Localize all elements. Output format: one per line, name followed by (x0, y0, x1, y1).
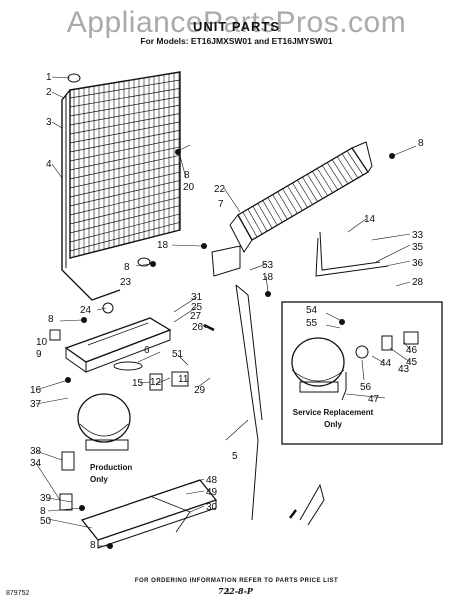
callout-c8f: 8 (90, 540, 96, 551)
rod-part (203, 323, 215, 332)
callout-c26: 26 (192, 322, 204, 333)
callout-c8c: 8 (124, 262, 130, 273)
callout-c33: 33 (412, 230, 424, 241)
callout-c43: 43 (398, 364, 410, 375)
callout-c14: 14 (364, 214, 376, 225)
callout-c16: 16 (30, 385, 42, 396)
handwritten-note: 722-8-P (218, 586, 253, 596)
callout-c48: 48 (206, 475, 218, 486)
screws (65, 149, 395, 549)
production-label-line2: Only (90, 475, 108, 484)
catalog-number: 879752 (6, 590, 30, 597)
callout-c29: 29 (194, 385, 206, 396)
grommet-mid (137, 257, 151, 267)
callout-c46: 46 (406, 345, 418, 356)
callout-c8e: 8 (40, 506, 46, 517)
callout-c10: 10 (36, 337, 48, 348)
callout-c11: 11 (178, 374, 189, 385)
callout-c18a: 18 (157, 240, 169, 251)
callout-c28: 28 (412, 277, 424, 288)
service-box-line1: Service Replacement (293, 408, 374, 417)
discharge-tube (299, 483, 325, 526)
callout-c15: 15 (132, 378, 144, 389)
callout-c39: 39 (40, 493, 52, 504)
callout-c18b: 18 (262, 272, 274, 283)
callout-c6: 6 (144, 345, 150, 356)
compressor-production (77, 393, 131, 451)
callout-c12: 12 (150, 377, 162, 388)
service-box-line2: Only (324, 420, 342, 429)
callout-c2: 2 (46, 87, 52, 98)
callout-c37: 37 (30, 399, 42, 410)
callout-c50: 50 (40, 516, 52, 527)
callout-c8a: 8 (418, 138, 424, 149)
callout-c38: 38 (30, 446, 42, 457)
model-numbers: For Models: ET16JMXSW01 and ET16JMYSW01 (140, 36, 333, 46)
ordering-footer: FOR ORDERING INFORMATION REFER TO PARTS … (134, 578, 339, 584)
callout-c56: 56 (360, 382, 372, 393)
callout-c27: 27 (190, 311, 202, 322)
base-plate (80, 479, 218, 549)
callout-c9: 9 (36, 349, 42, 360)
callout-c24: 24 (80, 305, 92, 316)
callout-c49: 49 (206, 487, 218, 498)
callout-c55: 55 (306, 318, 318, 329)
callout-c23: 23 (120, 277, 132, 288)
service-relay (381, 335, 393, 351)
callout-c8b: 8 (184, 170, 190, 181)
callout-c7: 7 (218, 199, 224, 210)
service-overload (403, 331, 419, 345)
callout-c22: 22 (214, 184, 226, 195)
callout-c25: 25 (191, 302, 203, 313)
callout-c1: 1 (46, 72, 52, 83)
grommet-left (49, 329, 61, 341)
callout-c54: 54 (306, 305, 318, 316)
callout-c3: 3 (46, 117, 52, 128)
condenser-bracket (211, 245, 241, 277)
drain-pan (64, 317, 172, 373)
callout-c44: 44 (380, 358, 392, 369)
callout-c47: 47 (368, 394, 380, 405)
callout-c36: 36 (412, 258, 424, 269)
callout-c35: 35 (412, 242, 424, 253)
service-cord (341, 372, 347, 401)
leader-lines (35, 76, 417, 547)
evaporator-coil (61, 71, 181, 301)
condenser-tubing (315, 231, 389, 277)
tube-right (289, 509, 297, 519)
service-grommet (355, 345, 369, 359)
service-replacement-box (281, 301, 443, 445)
callout-c5: 5 (232, 451, 238, 462)
suction-tube (235, 284, 263, 521)
diagram-title: UNIT PARTS (192, 19, 281, 34)
callout-c51: 51 (172, 349, 184, 360)
watermark: AppliancePartsPros.com (66, 6, 407, 39)
callout-c31: 31 (191, 292, 203, 303)
callout-c4: 4 (46, 159, 52, 170)
compressor-service (291, 337, 345, 393)
drier (113, 361, 143, 371)
callout-c53: 53 (262, 260, 274, 271)
condenser-coil (229, 141, 373, 253)
page-number: 5 (226, 590, 230, 596)
callout-c20: 20 (183, 182, 195, 193)
callout-c30: 30 (206, 502, 218, 513)
callout-c34: 34 (30, 458, 42, 469)
grommet-pan (102, 302, 114, 314)
callout-c45: 45 (406, 357, 418, 368)
production-label-line1: Production (90, 463, 132, 472)
bracket-part (61, 451, 75, 471)
relay-part (171, 371, 189, 387)
callout-c8d: 8 (48, 314, 54, 325)
